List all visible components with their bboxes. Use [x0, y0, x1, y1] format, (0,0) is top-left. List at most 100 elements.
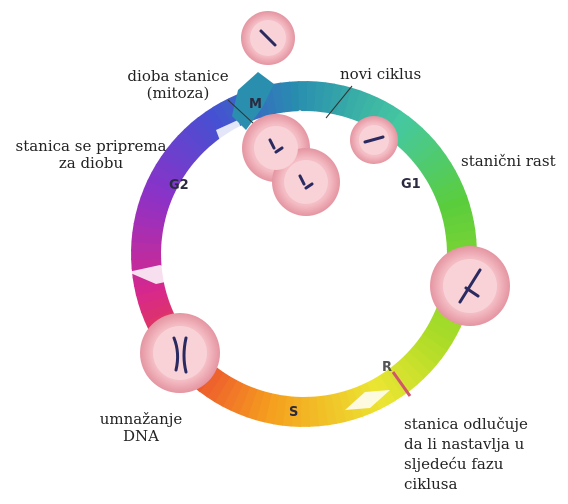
ring-segment: [155, 156, 186, 181]
ring-segment: [171, 135, 201, 163]
ring-segment: [279, 81, 293, 113]
decision-label-line-4: ciklusa: [404, 475, 458, 493]
division-label-line-2: (mitoza): [146, 84, 210, 102]
decision-label: stanica odlučuje da li nastavlja u sljed…: [404, 414, 528, 494]
ring-segment: [429, 314, 461, 337]
prepare-label-line-2: za diobu: [58, 154, 124, 172]
dna-label-line-1: umnažanje: [99, 410, 183, 428]
g2-m-boundary-arrow: [216, 120, 244, 146]
ring-segment: [411, 140, 442, 167]
ring-segment: [135, 205, 167, 222]
ring-segment: [330, 392, 346, 424]
ring-segment: [221, 379, 244, 411]
ring-segment: [391, 361, 418, 392]
g2-s-boundary-arrow: [128, 265, 188, 284]
ring-segment: [378, 371, 404, 402]
ring-segment: [328, 83, 345, 115]
cell-dividing: [242, 114, 340, 216]
ring-segment: [401, 127, 430, 156]
ring-segment: [137, 196, 170, 215]
ring-segment: [255, 391, 272, 423]
new-cycle-label: novi ciklus: [340, 65, 422, 83]
phase-boundary-arrows: [128, 110, 390, 410]
ring-segment: [406, 133, 436, 161]
ring-segment: [438, 194, 470, 214]
ring-segment: [395, 121, 423, 151]
ring-segment: [177, 128, 206, 157]
ring-segment: [246, 388, 265, 421]
ring-segment: [343, 87, 362, 120]
phase-m-label: M: [249, 97, 262, 112]
ring-segment: [132, 222, 164, 237]
ring-segment: [422, 327, 453, 352]
phase-g2-label: G2: [169, 178, 189, 193]
ring-segment: [190, 116, 217, 147]
ring-segment: [321, 82, 336, 114]
prepare-label-line-1: stanica se priprema: [15, 137, 167, 155]
ring-segment: [198, 367, 224, 398]
division-leader-line: [227, 99, 255, 125]
ring-segment: [337, 390, 355, 423]
ring-segment: [315, 395, 329, 427]
m-g1-boundary-arrow: [284, 110, 322, 134]
ring-segment: [229, 383, 251, 415]
phase-s-label: S: [289, 405, 299, 420]
ring-segment: [133, 213, 165, 230]
ring-segment: [426, 321, 457, 345]
division-label-line-1: dioba stanice: [127, 67, 229, 85]
r-checkpoint-mark: [391, 371, 412, 397]
ring-segment: [308, 396, 320, 427]
ring-segment: [272, 394, 287, 426]
m-exit-arrow: [232, 72, 274, 130]
prepare-label: stanica se priprema za diobu: [6, 138, 176, 172]
division-label: dioba stanice (mitoza): [113, 68, 243, 102]
ring-segment: [421, 154, 452, 180]
ring-segment: [131, 249, 162, 260]
ring-segment: [432, 178, 464, 199]
ring-segment: [263, 393, 280, 425]
ring-segment: [165, 141, 196, 168]
ring-segment: [151, 163, 182, 187]
ring-segment: [131, 258, 162, 270]
cell-new-cycle: [350, 116, 398, 164]
ring-segment: [298, 81, 309, 112]
ring-segment: [213, 376, 237, 407]
ring-segment: [134, 280, 166, 296]
ring-segment: [299, 396, 310, 427]
ring-segment: [442, 212, 474, 228]
ring-segment: [336, 85, 353, 117]
checkpoint-r-label: R: [382, 360, 393, 375]
cell-top: [241, 11, 295, 65]
cell-dna-replication: [140, 313, 220, 393]
decision-label-line-3: sljedeću fazu: [404, 455, 504, 473]
ring-segment: [238, 386, 258, 418]
ring-segment: [206, 372, 231, 403]
cell-growing: [430, 246, 510, 326]
ring-segment: [412, 340, 443, 367]
ring-segment: [143, 179, 175, 201]
decision-label-line-1: stanica odlučuje: [404, 415, 528, 433]
phase-g1-label: G1: [401, 177, 421, 192]
new-cycle-leader-line: [325, 85, 353, 119]
ring-segment: [429, 170, 460, 193]
ring-segment: [425, 162, 456, 186]
ring-segment: [402, 351, 431, 380]
growth-label: stanični rast: [461, 152, 556, 170]
ring-segment: [141, 302, 173, 322]
ring-segment: [138, 294, 170, 314]
ring-segment: [135, 287, 168, 305]
ring-segment: [407, 345, 437, 373]
ring-segment: [435, 186, 467, 206]
ring-segment: [440, 203, 473, 221]
decision-label-line-2: da li nastavlja u: [404, 435, 525, 453]
ring-segment: [140, 188, 172, 208]
s-r-boundary-arrow: [345, 390, 390, 410]
ring-segment: [417, 334, 448, 360]
dna-label-line-2: DNA: [123, 427, 159, 445]
dna-label: umnažanje DNA: [96, 411, 186, 445]
ring-segment: [183, 122, 211, 152]
ring-segment: [197, 111, 223, 142]
ring-segment: [416, 147, 447, 173]
